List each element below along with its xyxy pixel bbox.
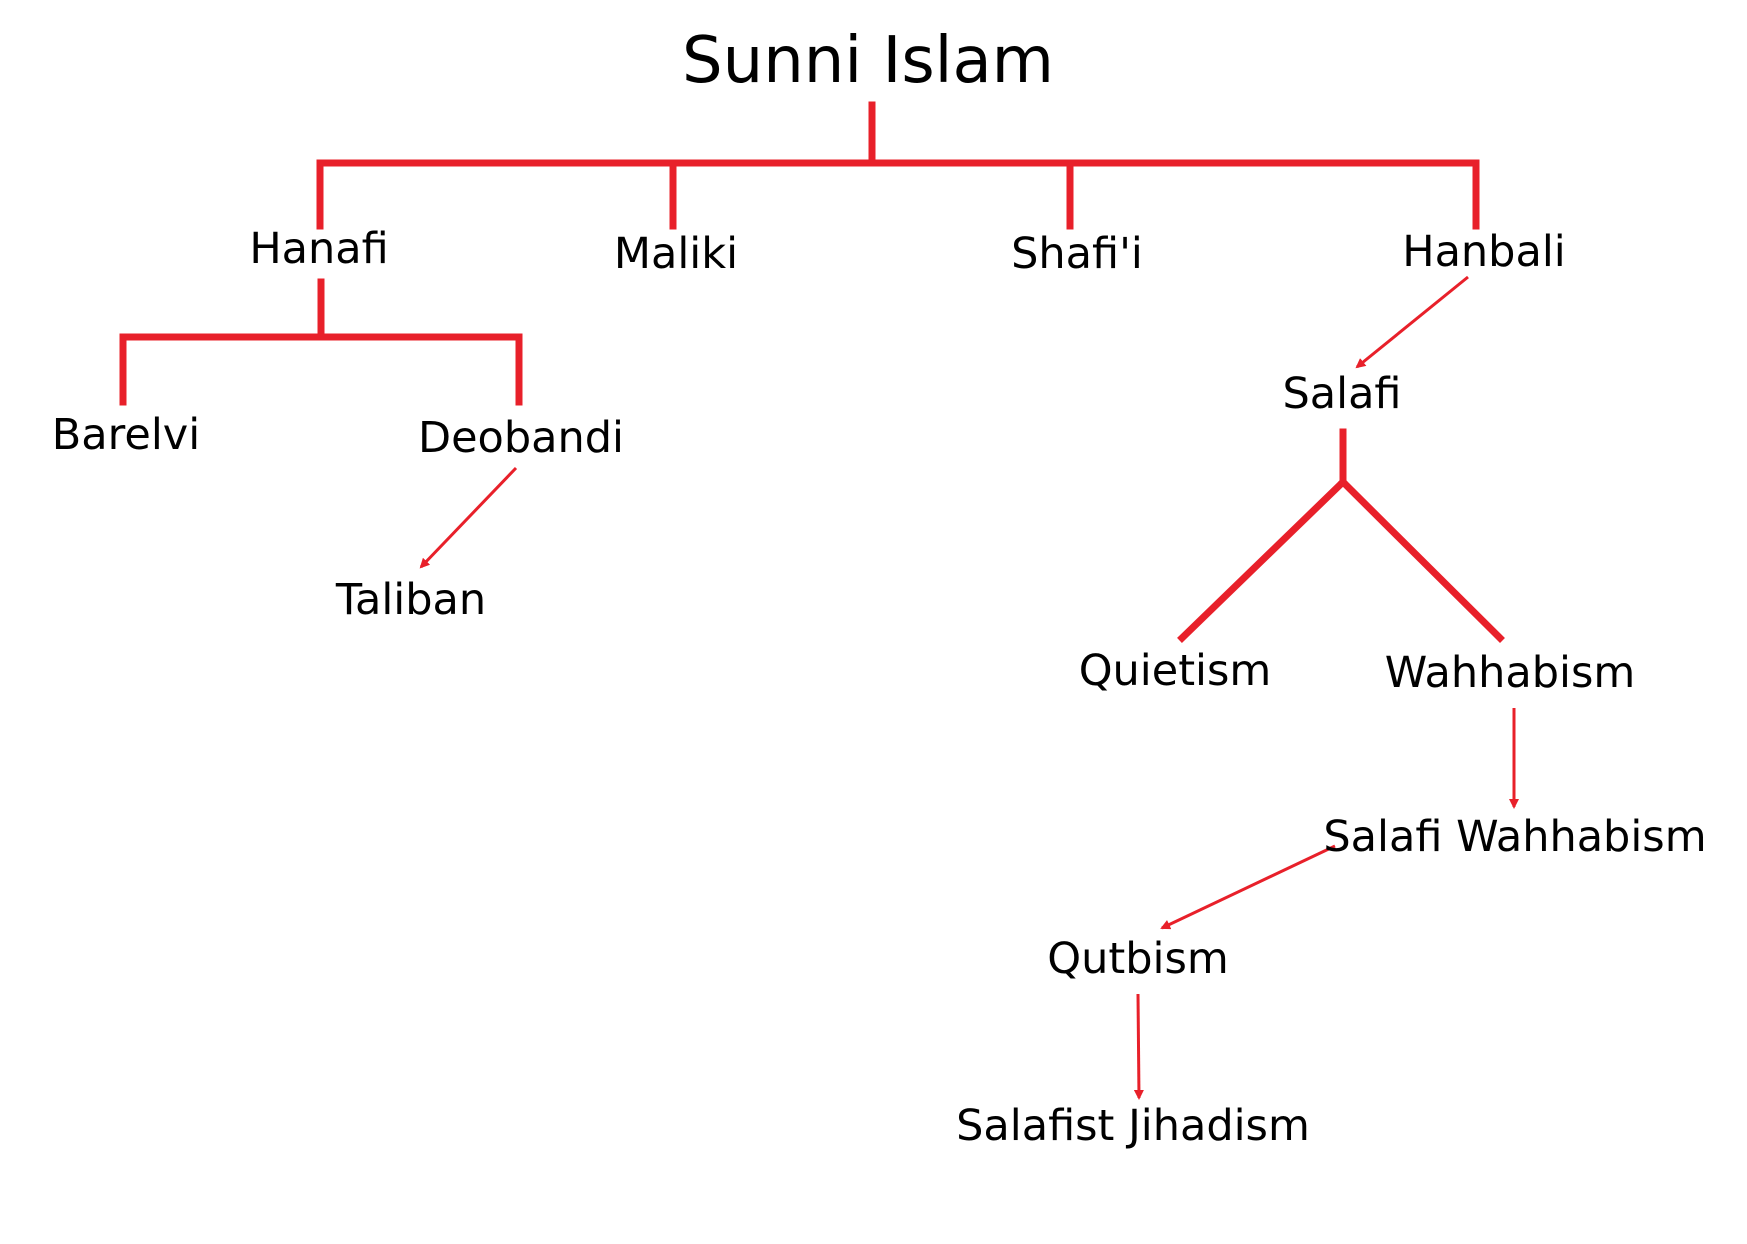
branch-node-deobandi: Deobandi	[418, 413, 624, 463]
school-node-hanbali: Hanbali	[1402, 227, 1565, 277]
node-labels: Sunni Islam Hanafi Maliki Shafi'i Hanbal…	[52, 24, 1707, 1151]
tree-connectors	[119, 101, 1505, 643]
branch-node-taliban: Taliban	[335, 575, 486, 625]
root-node-sunni-islam: Sunni Islam	[682, 24, 1054, 98]
arrow-connectors	[419, 275, 1519, 1100]
wahhabism-branch-line	[1338, 477, 1505, 643]
arrow-qutbism-to-salafist-jihadism	[1133, 993, 1144, 1100]
arrow-hanbali-to-salafi	[1355, 275, 1469, 369]
school-node-shafii: Shafi'i	[1011, 229, 1143, 279]
quietism-branch-line	[1177, 477, 1348, 643]
arrow-salafi-wahhabism-to-qutbism	[1160, 844, 1336, 930]
branch-node-qutbism: Qutbism	[1047, 934, 1229, 984]
branch-node-quietism: Quietism	[1079, 646, 1272, 696]
branch-node-salafi: Salafi	[1282, 369, 1401, 419]
branch-node-salafist-jihadism: Salafist Jihadism	[956, 1101, 1310, 1151]
branch-node-barelvi: Barelvi	[52, 410, 200, 460]
school-node-hanafi: Hanafi	[249, 224, 388, 274]
arrow-deobandi-to-taliban	[419, 466, 518, 569]
school-node-maliki: Maliki	[614, 229, 738, 279]
branch-node-wahhabism: Wahhabism	[1385, 648, 1636, 698]
branch-node-salafi-wahhabism: Salafi Wahhabism	[1323, 812, 1706, 862]
